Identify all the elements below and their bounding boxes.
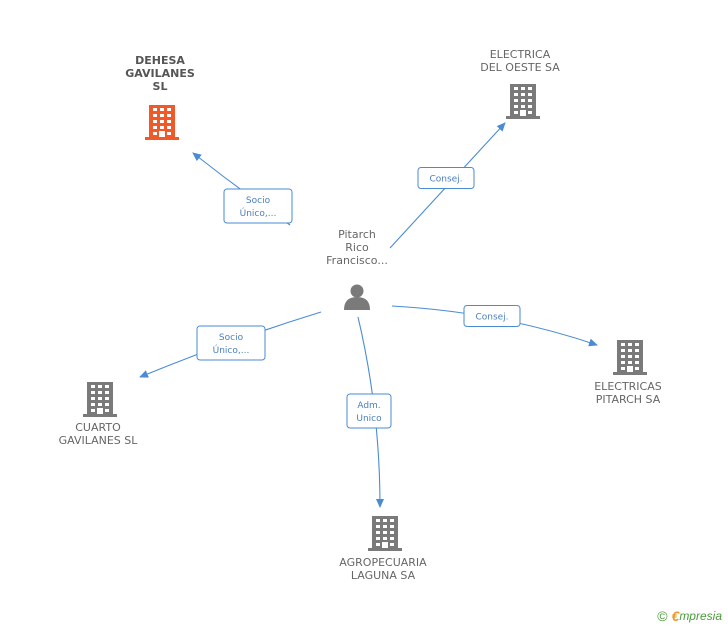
- node-person[interactable]: PitarchRicoFrancisco...: [326, 228, 388, 310]
- node-label-dehesa[interactable]: SL: [153, 80, 168, 93]
- brand-logo-text: mpresia: [679, 609, 722, 623]
- edge-label-electrica: Consej.: [429, 175, 462, 185]
- node-label-agropecuaria[interactable]: AGROPECUARIA: [339, 556, 427, 569]
- edge-dehesa: SocioÚnico,...: [193, 153, 292, 225]
- node-label-cuarto[interactable]: CUARTO: [75, 421, 121, 434]
- node-electrica[interactable]: ELECTRICADEL OESTE SA: [480, 48, 560, 119]
- node-label-dehesa[interactable]: DEHESA: [135, 54, 185, 67]
- edge-label-dehesa: Único,...: [240, 207, 277, 219]
- building-icon[interactable]: [613, 340, 647, 375]
- node-cuarto[interactable]: CUARTOGAVILANES SL: [59, 382, 139, 447]
- edge-electrica: Consej.: [390, 123, 505, 248]
- node-dehesa[interactable]: DEHESAGAVILANESSL: [125, 54, 195, 140]
- node-label-dehesa[interactable]: GAVILANES: [125, 67, 195, 80]
- node-label-agropecuaria[interactable]: LAGUNA SA: [351, 569, 416, 582]
- edge-label-dehesa: Socio: [246, 196, 271, 206]
- node-label-electricas[interactable]: ELECTRICAS: [594, 380, 662, 393]
- node-label-electricas[interactable]: PITARCH SA: [596, 393, 661, 406]
- copyright-symbol: ©: [657, 608, 667, 624]
- edge-label-cuarto: Socio: [219, 333, 244, 343]
- footer-brand: © €mpresia: [657, 608, 722, 624]
- building-icon[interactable]: [368, 516, 402, 551]
- node-label-electrica[interactable]: DEL OESTE SA: [480, 61, 560, 74]
- node-label-cuarto[interactable]: GAVILANES SL: [59, 434, 139, 447]
- node-electricas[interactable]: ELECTRICASPITARCH SA: [594, 340, 662, 406]
- person-label[interactable]: Pitarch: [338, 228, 376, 241]
- person-icon[interactable]: [344, 285, 370, 311]
- building-icon[interactable]: [83, 382, 117, 417]
- edge-agropecuaria: Adm. Unico: [347, 317, 391, 507]
- node-agropecuaria[interactable]: AGROPECUARIALAGUNA SA: [339, 516, 427, 582]
- person-label[interactable]: Francisco...: [326, 254, 388, 267]
- building-icon[interactable]: [506, 84, 540, 119]
- edge-label-cuarto: Único,...: [213, 344, 250, 356]
- node-label-electrica[interactable]: ELECTRICA: [490, 48, 551, 61]
- person-label[interactable]: Rico: [345, 241, 369, 254]
- edge-label-agropecuaria: Unico: [356, 414, 382, 424]
- edge-cuarto: SocioÚnico,...: [140, 312, 321, 377]
- edge-label-agropecuaria: Adm.: [357, 401, 380, 411]
- edge-electricas: Consej.: [392, 306, 597, 346]
- brand-logo-e: €: [672, 608, 680, 624]
- building-icon[interactable]: [145, 105, 179, 140]
- edge-label-electricas: Consej.: [475, 313, 508, 323]
